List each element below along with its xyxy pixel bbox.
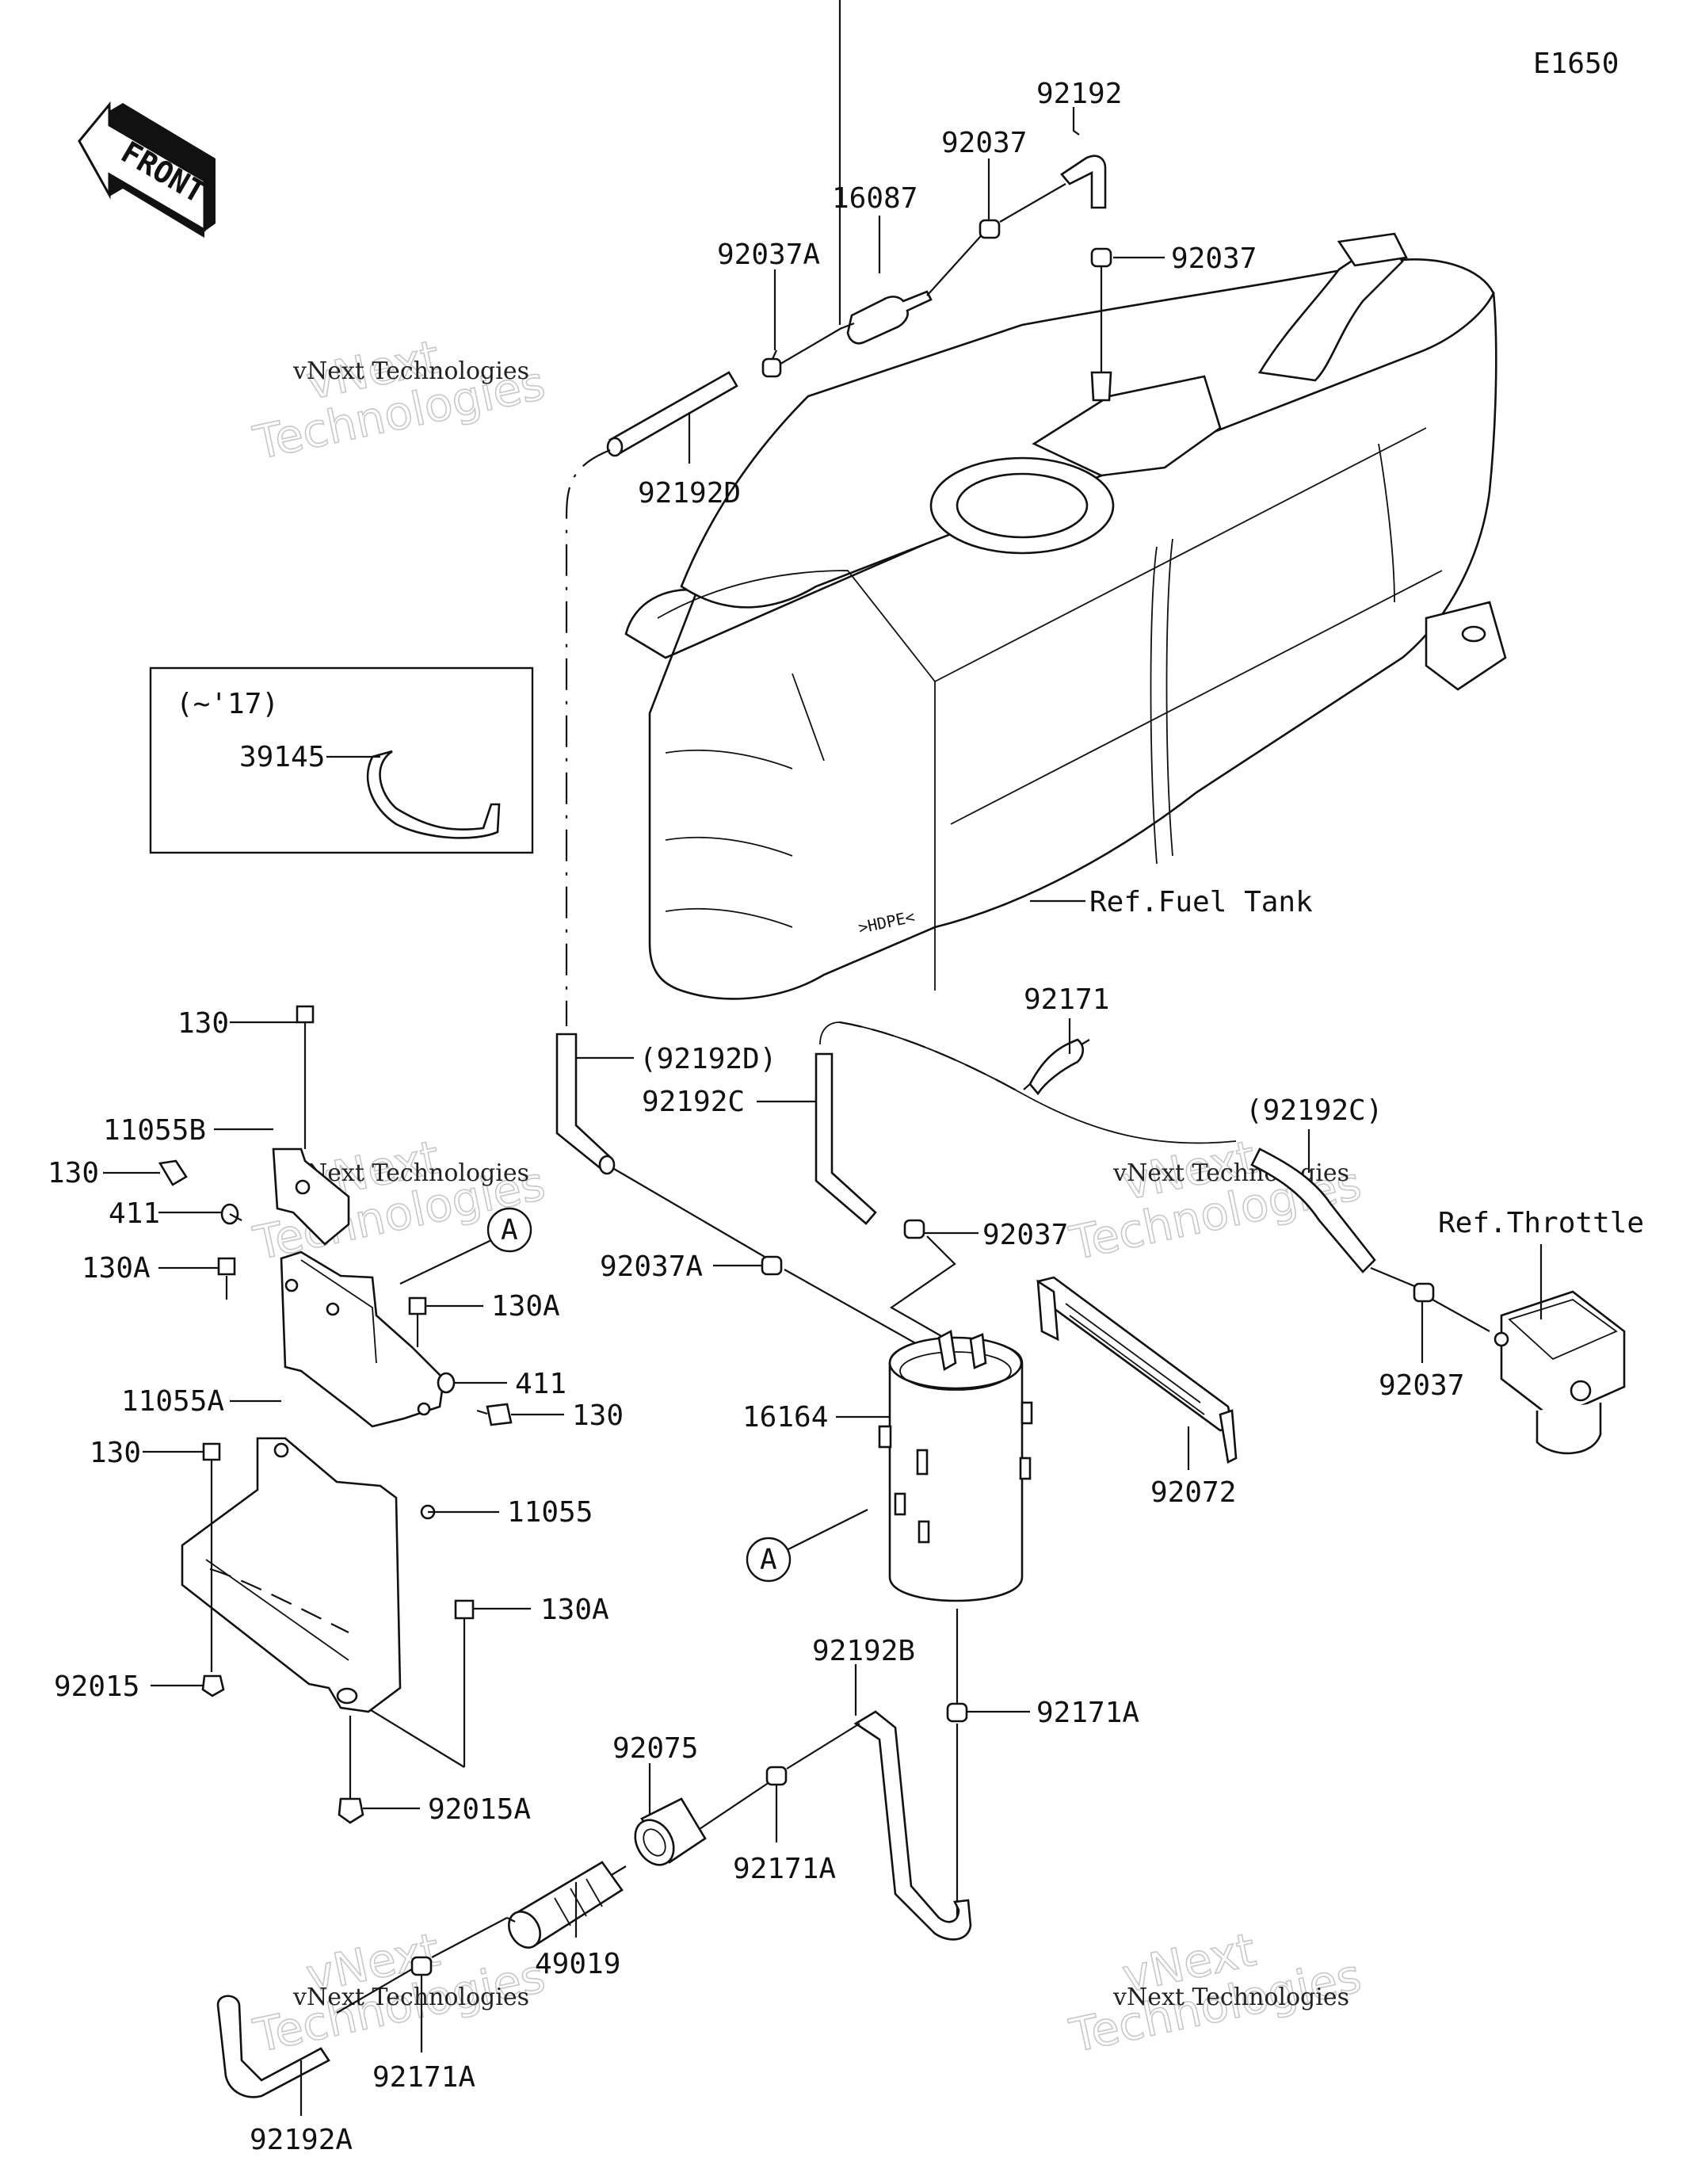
bracket-11055A <box>280 1250 445 1428</box>
clamp-92171A-a <box>946 1702 968 1723</box>
fuel-filter-49019 <box>506 1861 624 1949</box>
clamp-92037-c <box>903 1219 925 1239</box>
label-92015A: 92015A <box>428 1793 531 1826</box>
label-92037-c: 92037 <box>982 1219 1068 1251</box>
label-92037-b: 92037 <box>1171 242 1257 275</box>
damper-92075 <box>634 1797 707 1866</box>
label-130-d: 130 <box>90 1437 141 1469</box>
front-arrow-icon: FRONT <box>78 101 216 238</box>
inset-box: (~'17) <box>149 666 534 854</box>
throttle-body <box>1494 1290 1626 1455</box>
inset-note: (~'17) <box>176 688 279 720</box>
watermark-text-1: vNext Technologies <box>292 357 529 385</box>
label-130-b: 130 <box>48 1157 99 1189</box>
label-11055A: 11055A <box>121 1385 224 1418</box>
label-92171: 92171 <box>1024 983 1109 1016</box>
label-92015: 92015 <box>54 1670 139 1703</box>
label-130-c: 130 <box>572 1399 624 1432</box>
label-39145: 39145 <box>239 741 325 773</box>
bolt-130A-b <box>408 1296 427 1347</box>
watermark-5: vNext Technologies <box>248 1922 550 2064</box>
label-130A-c: 130A <box>540 1594 609 1626</box>
hoses <box>216 0 1419 2098</box>
label-130-a: 130 <box>177 1007 229 1040</box>
callout-labels: 92192 92037 16087 92037A 92037 92192D 39… <box>48 78 1644 2156</box>
bracket-92072 <box>1036 1276 1238 1464</box>
svg-text:A: A <box>501 1214 518 1247</box>
watermark-6: vNext Technologies <box>1064 1922 1366 2064</box>
label-11055: 11055 <box>507 1496 593 1529</box>
watermark-text-5: vNext Technologies <box>292 1984 529 2011</box>
clamp-92037-a <box>979 208 1001 239</box>
label-130A-a: 130A <box>82 1252 151 1285</box>
diagram-code: E1650 <box>1533 48 1619 80</box>
bolt-130-a <box>296 1005 315 1149</box>
nut-92015 <box>201 1674 225 1697</box>
bolt-130-c <box>476 1403 513 1426</box>
label-92072: 92072 <box>1150 1476 1236 1509</box>
marker-A-left: A <box>399 1207 532 1285</box>
label-411-a: 411 <box>109 1197 160 1230</box>
label-92075: 92075 <box>612 1732 698 1765</box>
clamp-92037A-top <box>761 349 782 378</box>
watermark-1: vNext Technologies <box>248 329 550 471</box>
bracket-11055B <box>272 1147 350 1246</box>
label-92192A: 92192A <box>250 2124 353 2156</box>
label-411-b: 411 <box>515 1368 567 1400</box>
label-16087: 16087 <box>832 182 917 215</box>
canister-16164 <box>878 1329 1033 1602</box>
label-11055B: 11055B <box>103 1114 206 1147</box>
nut-92015A <box>338 1716 364 1824</box>
fuel-tank: >HDPE< <box>624 232 1507 1000</box>
svg-text:A: A <box>760 1544 777 1576</box>
label-92171A-b: 92171A <box>733 1853 836 1885</box>
label-92192B: 92192B <box>812 1635 915 1667</box>
leader-lines <box>103 107 1543 2116</box>
bracket-11055 <box>181 1437 436 1713</box>
clamp-92037-b <box>1090 247 1112 402</box>
clamp-92171 <box>1023 1038 1090 1096</box>
label-130A-b: 130A <box>491 1290 560 1323</box>
label-92171A-a: 92171A <box>1036 1697 1139 1729</box>
label-16164: 16164 <box>742 1401 828 1434</box>
label-92171A-c: 92171A <box>372 2061 475 2094</box>
fasteners <box>158 1005 513 1824</box>
clamp-92037A-mid <box>761 1255 783 1276</box>
label-92192: 92192 <box>1036 78 1122 110</box>
marker-A-canister: A <box>746 1509 868 1583</box>
bolt-130-b <box>158 1159 188 1186</box>
bolt-130A-a <box>217 1257 236 1300</box>
label-ref-fuel-tank: Ref.Fuel Tank <box>1089 886 1313 918</box>
bolt-130A-c <box>454 1599 475 1767</box>
label-92192C-paren: (92192C) <box>1246 1094 1383 1127</box>
label-ref-throttle: Ref.Throttle <box>1438 1207 1644 1239</box>
label-92192C: 92192C <box>642 1086 745 1118</box>
watermark-text-6: vNext Technologies <box>1112 1984 1349 2011</box>
washer-411-b <box>437 1372 456 1394</box>
label-92192D-paren: (92192D) <box>639 1043 776 1075</box>
clamp-92171A-c <box>410 1956 433 1976</box>
label-49019: 49019 <box>535 1948 620 1980</box>
check-valve-16087 <box>838 0 933 345</box>
clamp-92037-d <box>1413 1282 1490 1332</box>
clamp-92171A-b <box>765 1766 788 1786</box>
label-92192D: 92192D <box>638 477 741 510</box>
label-92037A-mid: 92037A <box>600 1250 703 1283</box>
bolt-130-d <box>202 1442 221 1672</box>
label-92037-a: 92037 <box>941 127 1027 159</box>
washer-411-a <box>220 1203 242 1225</box>
label-92037A-top: 92037A <box>717 239 820 271</box>
label-92037-d: 92037 <box>1379 1369 1464 1402</box>
